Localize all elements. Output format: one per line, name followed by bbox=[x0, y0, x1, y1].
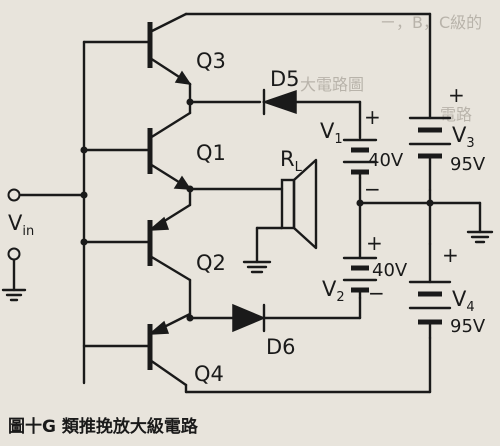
v1-minus: − bbox=[364, 177, 381, 201]
v2-voltage: 40V bbox=[372, 260, 408, 281]
v1-label: V1 bbox=[320, 119, 343, 147]
svg-text:電路: 電路 bbox=[440, 105, 472, 124]
transistor-q1: Q1 bbox=[147, 111, 226, 191]
source-v1: + − V1 40V bbox=[320, 105, 404, 201]
q1-label: Q1 bbox=[196, 141, 226, 165]
base-bus bbox=[19, 40, 151, 385]
v2-minus: − bbox=[368, 281, 385, 305]
input-label: Vin bbox=[8, 211, 34, 239]
d5-label: D5 bbox=[270, 67, 300, 91]
transistor-q4: Q4 bbox=[147, 312, 224, 387]
v1-voltage: 40V bbox=[368, 150, 404, 171]
svg-text:大電路圖: 大電路圖 bbox=[300, 75, 364, 94]
transistor-q3: Q3 bbox=[147, 12, 226, 86]
ground-rail bbox=[356, 176, 494, 260]
diode-d5: D5 bbox=[261, 67, 362, 140]
transistor-wiring bbox=[184, 12, 432, 394]
v2-plus: + bbox=[366, 231, 383, 255]
background-bleed-text: ㄧ，B，C級的 大電路圖 電路 bbox=[300, 13, 482, 124]
d6-label: D6 bbox=[266, 335, 296, 359]
v4-plus: + bbox=[442, 243, 459, 267]
figure-caption: 圖十G 類推挽放大級電路 bbox=[8, 416, 199, 437]
v3-voltage: 95V bbox=[450, 154, 486, 175]
q2-label: Q2 bbox=[196, 251, 226, 275]
v4-label: V4 bbox=[452, 287, 475, 315]
transistor-q2: Q2 bbox=[147, 203, 226, 282]
v3-plus: + bbox=[448, 83, 465, 107]
speaker-rl: RL bbox=[242, 147, 318, 274]
v2-label: V2 bbox=[322, 277, 345, 305]
source-v4: + V4 95V bbox=[408, 242, 486, 340]
q4-label: Q4 bbox=[194, 362, 224, 386]
source-v2: + − V2 40V bbox=[322, 231, 408, 305]
q3-label: Q3 bbox=[196, 49, 226, 73]
diode-d6: D6 bbox=[232, 296, 362, 359]
rl-label: RL bbox=[280, 147, 303, 175]
v3-label: V3 bbox=[452, 123, 475, 151]
v4-voltage: 95V bbox=[450, 316, 486, 337]
input-terminal: Vin bbox=[1, 188, 34, 302]
v1-plus: + bbox=[364, 105, 381, 129]
source-v3: + V3 95V bbox=[408, 83, 486, 192]
